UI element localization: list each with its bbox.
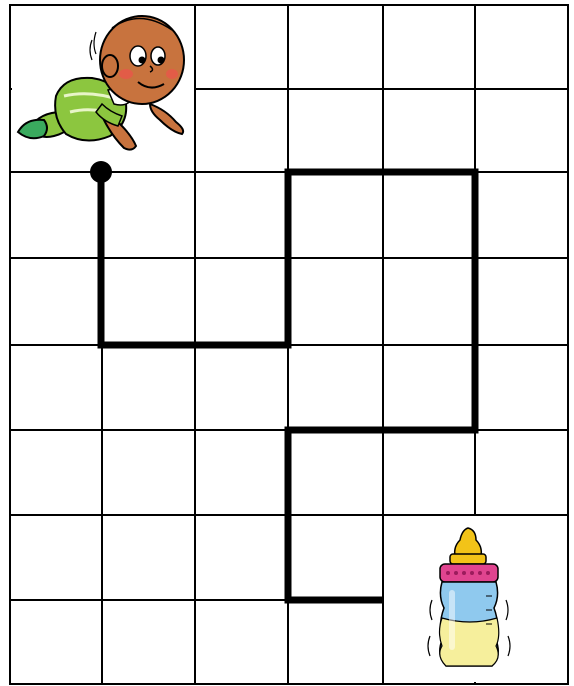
path-start-dot [90,161,112,183]
